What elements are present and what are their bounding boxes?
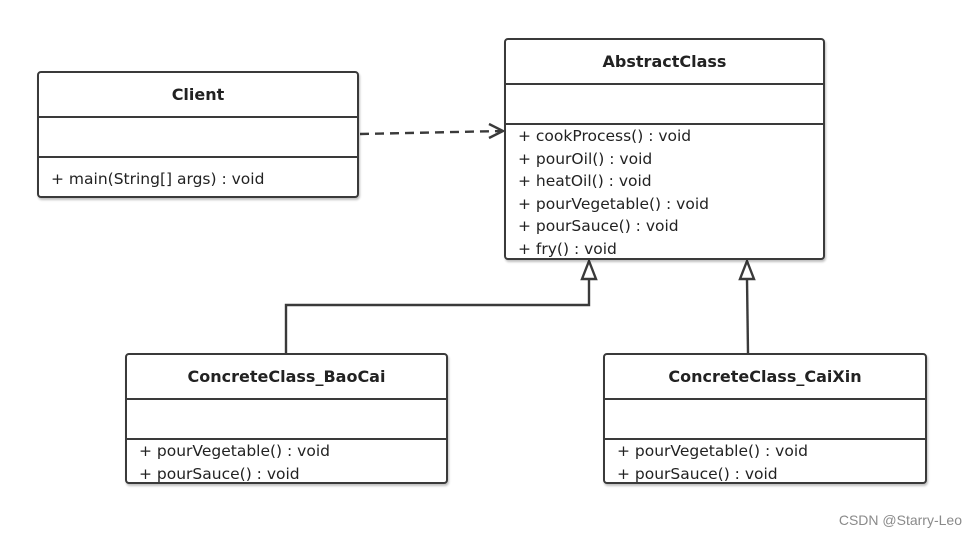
operation: + pourVegetable() : void: [139, 442, 330, 460]
class-client: Client + main(String[] args) : void: [37, 71, 359, 198]
attributes-compartment: [506, 85, 823, 125]
operations-compartment: + main(String[] args) : void: [39, 158, 357, 191]
attributes-compartment: [127, 400, 446, 440]
operations-compartment: + cookProcess() : void + pourOil() : voi…: [506, 125, 823, 258]
operation: + pourSauce() : void: [518, 217, 679, 235]
generalization-arrow-caixin: [738, 257, 756, 354]
class-name: Client: [39, 73, 357, 118]
operation: + pourSauce() : void: [139, 464, 300, 483]
operation: + main(String[] args) : void: [51, 170, 265, 188]
class-name: ConcreteClass_CaiXin: [605, 355, 925, 400]
operation: + pourVegetable() : void: [617, 442, 808, 460]
operations-compartment: + pourVegetable() : void + pourSauce() :…: [605, 440, 925, 483]
operation: + heatOil() : void: [518, 172, 652, 190]
class-abstract: AbstractClass + cookProcess() : void + p…: [504, 38, 825, 260]
generalization-arrow-baocai: [284, 257, 598, 353]
operation: + pourVegetable() : void: [518, 194, 709, 213]
operation: + pourSauce() : void: [617, 464, 778, 483]
class-name: ConcreteClass_BaoCai: [127, 355, 446, 400]
class-concrete-baocai: ConcreteClass_BaoCai + pourVegetable() :…: [125, 353, 448, 484]
class-name: AbstractClass: [506, 40, 823, 85]
attributes-compartment: [39, 118, 357, 158]
operation: + fry() : void: [518, 239, 617, 258]
operations-compartment: + pourVegetable() : void + pourSauce() :…: [127, 440, 446, 483]
dependency-arrow-client-to-abstract: [359, 122, 506, 140]
attributes-compartment: [605, 400, 925, 440]
class-concrete-caixin: ConcreteClass_CaiXin + pourVegetable() :…: [603, 353, 927, 484]
watermark: CSDN @Starry-Leo: [838, 512, 962, 528]
operation: + cookProcess() : void: [518, 127, 692, 145]
operation: + pourOil() : void: [518, 149, 653, 168]
